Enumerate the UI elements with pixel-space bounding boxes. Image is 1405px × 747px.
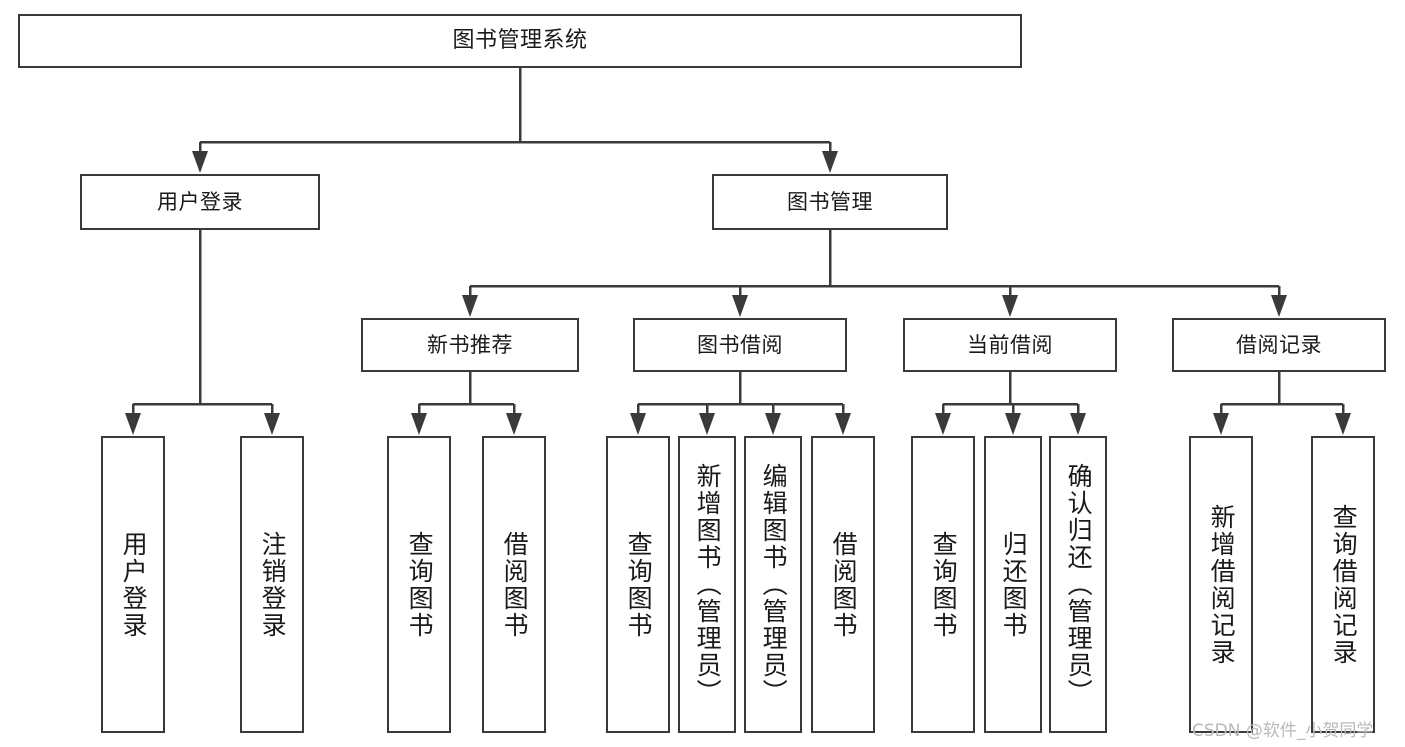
- node-label: 用户登录: [119, 530, 149, 639]
- node-book-borrow[interactable]: 图书借阅: [633, 318, 847, 372]
- node-label: 借阅图书: [500, 530, 530, 639]
- node-leaf-query-book-2[interactable]: 查询图书: [606, 436, 670, 733]
- node-label: 图书管理系统: [452, 28, 588, 54]
- node-label: 查询借阅记录: [1329, 503, 1359, 666]
- node-label: 新书推荐: [427, 332, 513, 357]
- watermark: CSDN @软件_小贺同学: [1192, 721, 1374, 741]
- node-book-mgmt[interactable]: 图书管理: [712, 174, 948, 230]
- node-leaf-user-login[interactable]: 用户登录: [101, 436, 165, 733]
- node-label: 新增借阅记录: [1207, 503, 1237, 666]
- node-label: 当前借阅: [967, 332, 1053, 357]
- node-label: 查询图书: [929, 530, 959, 639]
- node-root[interactable]: 图书管理系统: [18, 14, 1022, 68]
- node-label: 查询图书: [624, 530, 654, 639]
- node-label: 归还图书: [999, 530, 1029, 639]
- node-label: 图书借阅: [697, 332, 783, 357]
- node-leaf-edit-book[interactable]: 编辑图书（管理员）: [744, 436, 802, 733]
- node-leaf-query-book-1[interactable]: 查询图书: [387, 436, 451, 733]
- node-leaf-confirm-return[interactable]: 确认归还（管理员）: [1049, 436, 1107, 733]
- node-label: 新增图书（管理员）: [693, 463, 723, 706]
- node-leaf-return-book[interactable]: 归还图书: [984, 436, 1042, 733]
- node-label: 注销登录: [258, 530, 288, 639]
- node-leaf-query-record[interactable]: 查询借阅记录: [1311, 436, 1375, 733]
- node-leaf-borrow-book-1[interactable]: 借阅图书: [482, 436, 546, 733]
- node-leaf-query-book-3[interactable]: 查询图书: [911, 436, 975, 733]
- node-label: 图书管理: [787, 189, 873, 214]
- node-label: 查询图书: [405, 530, 435, 639]
- node-label: 用户登录: [157, 189, 243, 214]
- node-label: 借阅记录: [1236, 332, 1322, 357]
- node-label: 借阅图书: [829, 530, 859, 639]
- node-leaf-user-logout[interactable]: 注销登录: [240, 436, 304, 733]
- node-borrow-record[interactable]: 借阅记录: [1172, 318, 1386, 372]
- node-leaf-add-record[interactable]: 新增借阅记录: [1189, 436, 1253, 733]
- node-label: 编辑图书（管理员）: [759, 463, 789, 706]
- node-leaf-add-book[interactable]: 新增图书（管理员）: [678, 436, 736, 733]
- node-new-book-rec[interactable]: 新书推荐: [361, 318, 579, 372]
- node-current-borrow[interactable]: 当前借阅: [903, 318, 1117, 372]
- node-label: 确认归还（管理员）: [1064, 463, 1094, 706]
- node-leaf-borrow-book-2[interactable]: 借阅图书: [811, 436, 875, 733]
- node-user-login[interactable]: 用户登录: [80, 174, 320, 230]
